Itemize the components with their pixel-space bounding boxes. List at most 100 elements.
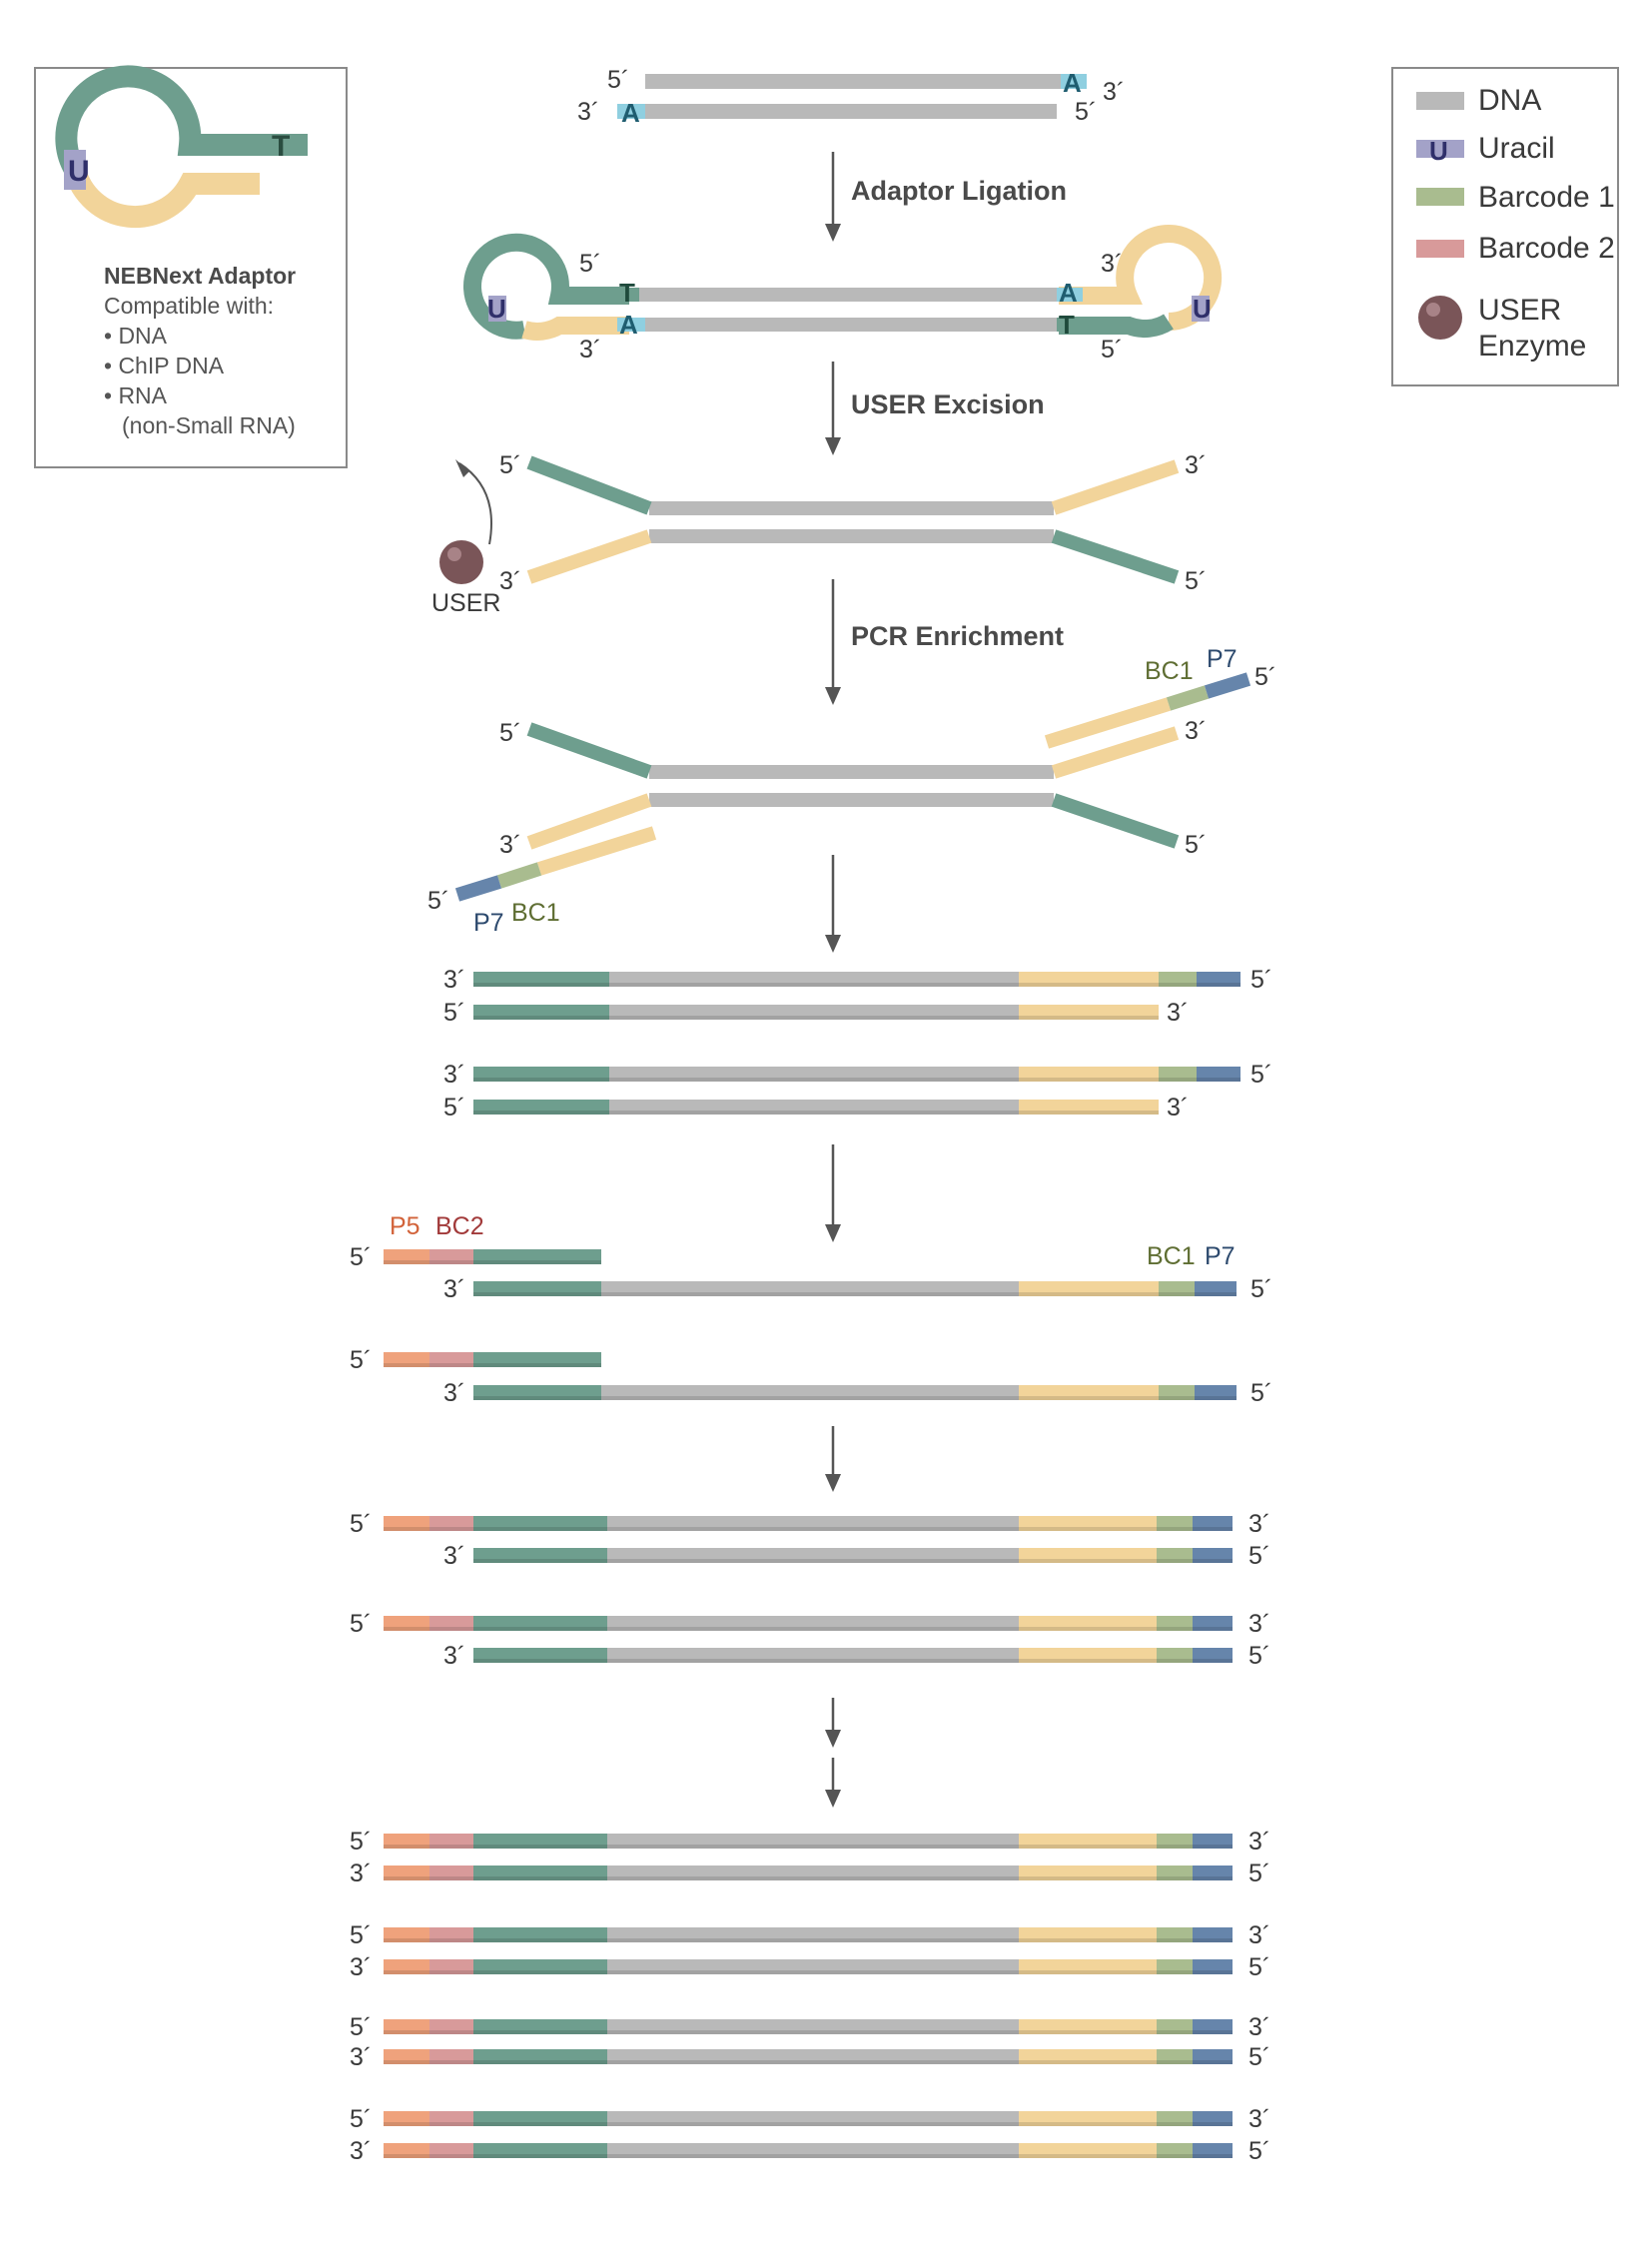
strand-segment bbox=[609, 972, 1019, 987]
strand-shadow bbox=[384, 1363, 429, 1367]
left-hairpin-uracil bbox=[488, 296, 506, 322]
end-label: 3´ bbox=[443, 1379, 465, 1407]
strand-shadow bbox=[473, 2154, 607, 2158]
strand-segment bbox=[1195, 1281, 1237, 1296]
strand-shadow bbox=[473, 1970, 607, 1974]
strand-segment bbox=[473, 1005, 609, 1020]
strand-shadow bbox=[1019, 983, 1159, 987]
primer-yellow-right bbox=[1044, 697, 1172, 749]
strand-segment bbox=[1019, 972, 1159, 987]
strand-segment bbox=[1193, 2049, 1233, 2064]
strand-shadow bbox=[607, 2030, 1019, 2034]
a-tail-right bbox=[1057, 288, 1083, 302]
fork-green-bottom-right bbox=[1051, 529, 1180, 584]
strand-segment bbox=[1157, 2049, 1193, 2064]
end-label: 5´ bbox=[350, 1243, 372, 1271]
strand-segment bbox=[1193, 2143, 1233, 2158]
strand-shadow bbox=[1019, 1111, 1159, 1115]
dna-top-strand bbox=[649, 501, 1054, 515]
strand-segment bbox=[473, 2143, 607, 2158]
strand-shadow bbox=[1157, 1970, 1193, 1974]
strand-segment bbox=[1157, 1548, 1193, 1563]
strand-segment bbox=[384, 2143, 429, 2158]
strand-segment bbox=[1019, 1866, 1157, 1880]
strand-segment bbox=[384, 2111, 429, 2126]
a-tail-bottom-letter: A bbox=[621, 98, 640, 128]
strand-shadow bbox=[1159, 1292, 1195, 1296]
primer-yellow-left bbox=[536, 826, 657, 876]
end-label: 5´ bbox=[350, 2013, 372, 2041]
end-label: 5´ bbox=[443, 1094, 465, 1122]
primer-bc1-left bbox=[496, 862, 542, 889]
strand-segment bbox=[1157, 2111, 1193, 2126]
strand-shadow bbox=[429, 2030, 473, 2034]
end-label: 5´ bbox=[1248, 2137, 1270, 2165]
strand-shadow bbox=[429, 1876, 473, 1880]
strand-segment bbox=[601, 1281, 1019, 1296]
strand-shadow bbox=[607, 2060, 1019, 2064]
strand-segment bbox=[1157, 1516, 1193, 1531]
strand-segment bbox=[1159, 1281, 1195, 1296]
end-label: 5´ bbox=[1075, 98, 1097, 126]
end-label: 3´ bbox=[1103, 78, 1125, 106]
end-label: 5´ bbox=[1101, 336, 1123, 364]
bc1-label: BC1 bbox=[511, 899, 560, 927]
end-label: 5´ bbox=[1250, 1379, 1272, 1407]
adaptor-box-compatible: Compatible with: bbox=[104, 293, 274, 319]
strand-segment bbox=[607, 2111, 1019, 2126]
end-label: 3´ bbox=[350, 1953, 372, 1981]
strand-shadow bbox=[473, 1111, 609, 1115]
strand-segment bbox=[1019, 1516, 1157, 1531]
end-label: 5´ bbox=[1250, 1061, 1272, 1089]
strand-shadow bbox=[609, 1078, 1019, 1082]
end-label: 5´ bbox=[499, 451, 521, 479]
strand-segment bbox=[473, 2019, 607, 2034]
fork-yellow-bottom-left bbox=[526, 529, 652, 584]
end-label: 5´ bbox=[1250, 1275, 1272, 1303]
adaptor-uracil-segment bbox=[64, 150, 86, 190]
end-label: 5´ bbox=[350, 1610, 372, 1638]
strand-segment bbox=[473, 1927, 607, 1942]
strand-segment bbox=[429, 1352, 473, 1367]
adaptor-box-note: (non-Small RNA) bbox=[122, 412, 296, 438]
strand-segment bbox=[609, 1005, 1019, 1020]
right-uracil-letter: U bbox=[1193, 294, 1212, 324]
a-tail-left bbox=[617, 318, 645, 332]
strand-segment bbox=[1193, 1959, 1233, 1974]
strand-shadow bbox=[1019, 1016, 1159, 1020]
strand-shadow bbox=[607, 1970, 1019, 1974]
end-label: 5´ bbox=[1254, 663, 1276, 691]
p7-label: P7 bbox=[473, 909, 504, 937]
strand-shadow bbox=[1019, 1938, 1157, 1942]
end-label: 5´ bbox=[1248, 1542, 1270, 1570]
legend-barcode2-label: Barcode 2 bbox=[1478, 232, 1615, 265]
legend-dna-label: DNA bbox=[1478, 84, 1541, 117]
user-label: USER bbox=[431, 589, 500, 617]
t-letter: T bbox=[619, 278, 635, 308]
strand-shadow bbox=[473, 983, 609, 987]
strand-segment bbox=[1157, 1866, 1193, 1880]
right-hairpin-green bbox=[1059, 314, 1174, 339]
strand-segment bbox=[1197, 1067, 1240, 1082]
strand-shadow bbox=[473, 1292, 601, 1296]
strand-shadow bbox=[1157, 1876, 1193, 1880]
fork-green-bottom-right bbox=[1051, 793, 1180, 849]
strand-shadow bbox=[384, 1876, 429, 1880]
strand-shadow bbox=[1197, 983, 1240, 987]
strand-shadow bbox=[1193, 1659, 1233, 1663]
strand-shadow bbox=[609, 1016, 1019, 1020]
arrow-head bbox=[825, 935, 841, 953]
strand-shadow bbox=[1193, 1876, 1233, 1880]
strand-shadow bbox=[384, 2154, 429, 2158]
a-letter: A bbox=[1059, 278, 1078, 308]
strand-shadow bbox=[609, 1111, 1019, 1115]
strand-segment bbox=[1019, 1616, 1157, 1631]
end-label: 3´ bbox=[1185, 451, 1207, 479]
strand-segment bbox=[1019, 2049, 1157, 2064]
step-label-adaptor-ligation: Adaptor Ligation bbox=[851, 176, 1067, 206]
bc1-label: BC1 bbox=[1145, 657, 1194, 685]
strand-shadow bbox=[1019, 1627, 1157, 1631]
strand-shadow bbox=[1019, 1396, 1159, 1400]
strand-shadow bbox=[1019, 2122, 1157, 2126]
adaptor-hairpin-green bbox=[55, 65, 308, 176]
